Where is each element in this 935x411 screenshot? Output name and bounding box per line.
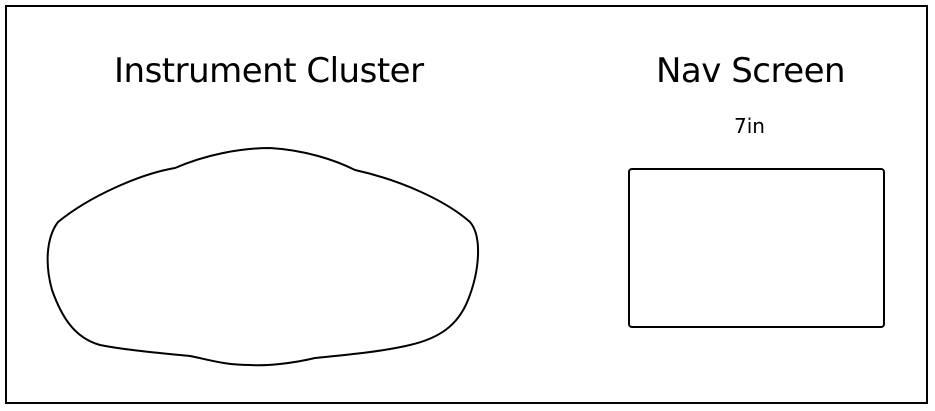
- instrument-cluster-title: Instrument Cluster: [114, 51, 424, 91]
- diagram-frame: [5, 5, 928, 404]
- nav-screen-size-label: 7in: [734, 114, 765, 138]
- instrument-cluster-outline: [46, 146, 479, 367]
- nav-screen-rect: [628, 168, 885, 328]
- nav-screen-title: Nav Screen: [656, 51, 846, 91]
